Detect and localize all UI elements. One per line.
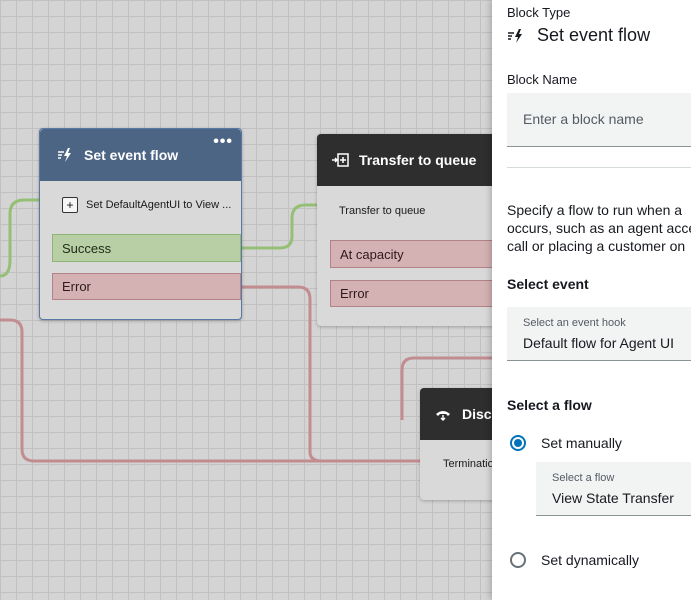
more-options-icon[interactable]: ••• bbox=[213, 133, 233, 150]
hang-up-icon bbox=[434, 405, 452, 423]
divider bbox=[507, 167, 691, 168]
block-title: Set event flow bbox=[84, 147, 179, 163]
branch-error-label: Error bbox=[340, 286, 369, 301]
branch-at-capacity[interactable]: At capacity bbox=[330, 240, 510, 268]
success-link-incoming bbox=[0, 198, 48, 278]
description: Specify a flow to run when a occurs, suc… bbox=[507, 201, 691, 255]
block-subtitle: Terminatio bbox=[443, 458, 494, 470]
error-link-incoming bbox=[0, 318, 426, 463]
event-hook-caption: Select an event hook bbox=[523, 317, 626, 329]
flow-caption: Select a flow bbox=[552, 472, 615, 484]
lightning-icon bbox=[507, 27, 525, 45]
branch-success[interactable]: Success bbox=[52, 234, 241, 262]
flow-select[interactable]: Select a flow View State Transfer bbox=[536, 462, 691, 516]
branch-error-label: Error bbox=[62, 279, 91, 294]
block-subtitle: Transfer to queue bbox=[339, 205, 426, 217]
properties-panel: Block Type Set event flow Block Name Ent… bbox=[492, 0, 691, 600]
set-dynamically-label[interactable]: Set dynamically bbox=[541, 552, 640, 568]
error-link bbox=[236, 285, 323, 463]
block-action: + Set DefaultAgentUI to View ... bbox=[62, 197, 231, 213]
block-title: Transfer to queue bbox=[359, 152, 477, 168]
block-header: Transfer to queue bbox=[317, 134, 517, 186]
event-hook-select[interactable]: Select an event hook Default flow for Ag… bbox=[507, 307, 691, 361]
flow-value: View State Transfer bbox=[552, 490, 674, 506]
description-line-2: occurs, such as an agent acce bbox=[507, 220, 691, 236]
branch-error[interactable]: Error bbox=[52, 273, 241, 300]
description-line-3: call or placing a customer on bbox=[507, 238, 686, 254]
branch-error[interactable]: Error bbox=[330, 280, 510, 307]
lightning-icon bbox=[56, 146, 74, 164]
transfer-error-link bbox=[400, 356, 500, 420]
block-type-value: Set event flow bbox=[507, 25, 650, 46]
block-type-text: Set event flow bbox=[537, 25, 651, 45]
block-name-placeholder: Enter a block name bbox=[523, 111, 644, 127]
set-manually-label[interactable]: Set manually bbox=[541, 435, 622, 451]
block-title: Disc bbox=[462, 406, 492, 422]
block-name-label: Block Name bbox=[507, 72, 578, 87]
block-name-input[interactable]: Enter a block name bbox=[507, 93, 691, 147]
branch-success-label: Success bbox=[62, 240, 112, 256]
success-link bbox=[236, 203, 326, 250]
expand-icon[interactable]: + bbox=[62, 197, 78, 213]
description-line-1: Specify a flow to run when a bbox=[507, 202, 683, 218]
select-event-label: Select event bbox=[507, 276, 589, 292]
block-action-text: Set DefaultAgentUI to View ... bbox=[86, 199, 232, 211]
set-dynamically-radio[interactable] bbox=[510, 552, 526, 568]
block-type-label: Block Type bbox=[507, 5, 571, 20]
set-event-flow-block[interactable]: Set event flow ••• + Set DefaultAgentUI … bbox=[39, 128, 242, 320]
event-hook-value: Default flow for Agent UI bbox=[523, 335, 674, 351]
select-flow-label: Select a flow bbox=[507, 397, 592, 413]
branch-at-capacity-label: At capacity bbox=[340, 246, 404, 262]
block-header: Set event flow bbox=[40, 129, 241, 181]
transfer-to-queue-block[interactable]: Transfer to queue Transfer to queue At c… bbox=[317, 134, 517, 326]
queue-transfer-icon bbox=[331, 151, 349, 169]
set-manually-radio[interactable] bbox=[510, 435, 526, 451]
